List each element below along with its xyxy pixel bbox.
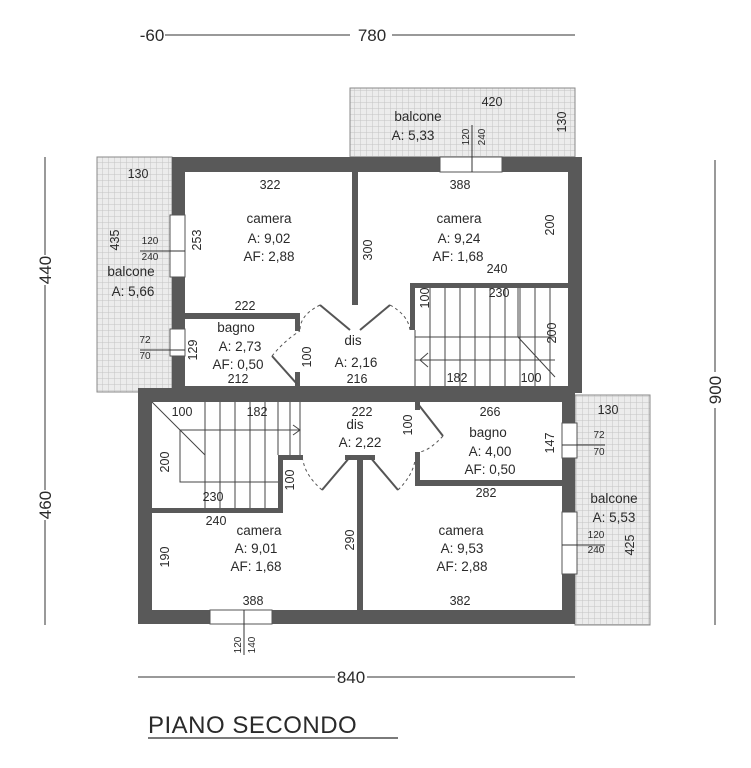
balcony-right-window1-h: 70 [593,447,605,458]
lower-window-h: 140 [247,636,258,653]
upper-bagno-width-bottom: 212 [228,372,249,386]
upper-camera-left-height: 253 [190,230,204,251]
lower-stairs-width: 230 [203,490,224,504]
plan-title: PIANO SECONDO [148,712,357,739]
balcony-right [574,394,651,626]
upper-camera-right-name: camera [436,211,482,226]
lower-wall-length: 290 [343,530,357,551]
overall-dimension-lines [44,34,716,678]
lower-camera-left-af: AF: 1,68 [230,559,281,574]
balcony-right-name: balcone [590,491,637,506]
lower-window-w: 120 [233,636,244,653]
balcony-right-window2-w: 120 [588,530,605,541]
balcony-top [349,87,576,158]
lower-camera-left-name: camera [236,523,282,538]
upper-bagno-door: 100 [300,347,314,368]
window-leader-lines [140,125,605,655]
dim-right: 900 [706,376,725,404]
upper-bagno-name: bagno [217,320,255,335]
lower-bagno-width-bottom: 282 [476,486,497,500]
upper-stairs-run: 182 [447,371,468,385]
balcony-left-name: balcone [107,264,154,279]
lower-dis-area: A: 2,22 [339,435,382,450]
upper-stairs-door: 100 [418,288,432,309]
upper-bagno-width-top: 222 [235,299,256,313]
upper-bagno-area: A: 2,73 [219,339,262,354]
balcony-right-length: 425 [623,535,637,556]
balcony-top-window-h: 240 [477,128,488,145]
lower-camera-left-height: 190 [158,547,172,568]
lower-stairs-door: 100 [283,470,297,491]
upper-dis-name: dis [344,333,362,348]
lower-camera-right-af: AF: 2,88 [436,559,487,574]
balcony-left-window1-w: 120 [142,236,159,247]
lower-dis-name: dis [346,417,364,432]
upper-wall-length: 300 [361,240,375,261]
upper-stairs-width: 230 [489,286,510,300]
lower-dis-width: 222 [352,405,373,419]
upper-camera-left-area: A: 9,02 [248,231,291,246]
upper-interior [185,172,568,386]
balcony-right-area: A: 5,53 [593,510,636,525]
balcony-right-width: 130 [598,403,619,417]
interior-walls [152,172,568,610]
upper-dis-area: A: 2,16 [335,355,378,370]
upper-camera-left-width: 322 [260,178,281,192]
lower-camera-left-width: 388 [243,594,264,608]
lower-bagno-name: bagno [469,425,507,440]
balcony-top-window-w: 120 [461,128,472,145]
upper-camera-left-name: camera [246,211,292,226]
lower-camera-right-width: 382 [450,594,471,608]
lower-bagno-area: A: 4,00 [469,444,512,459]
lower-stairs-landing: 100 [172,405,193,419]
upper-bagno-height: 129 [186,340,200,361]
upper-camera-left-af: AF: 2,88 [243,249,294,264]
lower-camera-right-name: camera [438,523,484,538]
doors [271,304,444,491]
lower-dis-door: 100 [401,415,415,436]
lower-camera-left-width-top: 240 [206,514,227,528]
windows [169,156,578,625]
stairs-lower [151,401,301,508]
dim-top-offset: -60 [140,26,165,45]
balcony-top-depth: 130 [555,112,569,133]
upper-camera-right-area: A: 9,24 [438,231,481,246]
lower-bagno-af: AF: 0,50 [464,462,515,477]
balcony-right-window1-w: 72 [593,430,605,441]
upper-dis-width: 216 [347,372,368,386]
upper-bagno-af: AF: 0,50 [212,357,263,372]
balcony-left-area: A: 5,66 [112,284,155,299]
stairs-upper [414,288,556,386]
upper-camera-right-af: AF: 1,68 [432,249,483,264]
upper-stairs-landing: 100 [521,371,542,385]
upper-stairs-height: 200 [545,323,559,344]
lower-stairs-run: 182 [247,405,268,419]
upper-camera-right-height: 200 [543,215,557,236]
balcony-right-window2-h: 240 [588,545,605,556]
dim-bottom: 840 [337,668,365,687]
lower-camera-right-area: A: 9,53 [441,541,484,556]
lower-stairs-height: 200 [158,452,172,473]
balcony-top-name: balcone [394,109,441,124]
dim-left-lower: 460 [36,491,55,519]
lower-camera-left-area: A: 9,01 [235,541,278,556]
lower-bagno-width-top: 266 [480,405,501,419]
lower-bagno-height: 147 [543,433,557,454]
upper-camera-right-width: 388 [450,178,471,192]
dim-top: 780 [358,26,386,45]
balcony-left-window2-w: 72 [139,335,151,346]
balcony-left-width: 130 [128,167,149,181]
balcony-left-length: 435 [108,230,122,251]
door-swings [271,304,444,491]
balcony-top-width: 420 [482,95,503,109]
balcony-left-window2-h: 70 [139,351,151,362]
balcony-left-window1-h: 240 [142,252,159,263]
dim-left-upper: 440 [36,256,55,284]
upper-camera-right-width2: 240 [487,262,508,276]
balcony-top-area: A: 5,33 [392,128,435,143]
